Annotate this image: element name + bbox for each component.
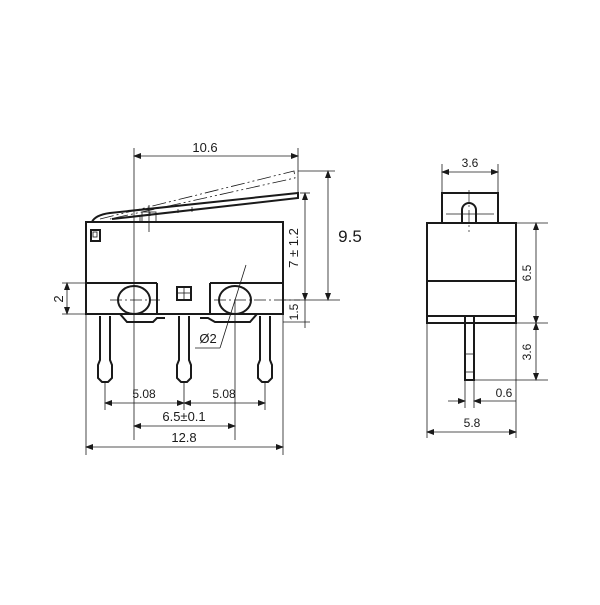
dim-lever-length: 10.6 xyxy=(192,140,217,155)
dim-body-width: 5.8 xyxy=(464,416,481,430)
switch-body xyxy=(85,221,300,323)
actuator-block xyxy=(441,192,499,224)
dim-pin-pitch-left: 5.08 xyxy=(132,387,156,401)
dim-body-length: 12.8 xyxy=(171,430,196,445)
side-body xyxy=(426,222,517,324)
dim-mount-offset: 1.5 xyxy=(287,303,301,320)
lever xyxy=(91,170,299,232)
dim-pin-pitch-right: 5.08 xyxy=(212,387,236,401)
dim-hole-height: 2 xyxy=(51,295,66,302)
side-pin xyxy=(464,315,475,381)
dim-pin-length: 3.6 xyxy=(520,343,534,360)
side-view: 3.6 6.5 3.6 0.6 5.8 xyxy=(426,156,548,438)
logo-mark xyxy=(90,229,101,242)
dim-actuator-width: 3.6 xyxy=(462,156,479,170)
dim-lever-height: 7 ± 1.2 xyxy=(286,228,301,268)
dim-pin-thickness: 0.6 xyxy=(496,386,513,400)
front-view: 10.6 9.5 7 ± 1.2 1.5 2 Ø2 5.08 5.08 6.5±… xyxy=(51,140,362,455)
dim-hole-spacing: 6.5±0.1 xyxy=(162,409,205,424)
terminal-pins xyxy=(97,316,273,383)
dim-body-height: 6.5 xyxy=(520,264,534,281)
dim-total-height: 9.5 xyxy=(338,227,362,246)
dim-hole-diameter: Ø2 xyxy=(199,331,216,346)
